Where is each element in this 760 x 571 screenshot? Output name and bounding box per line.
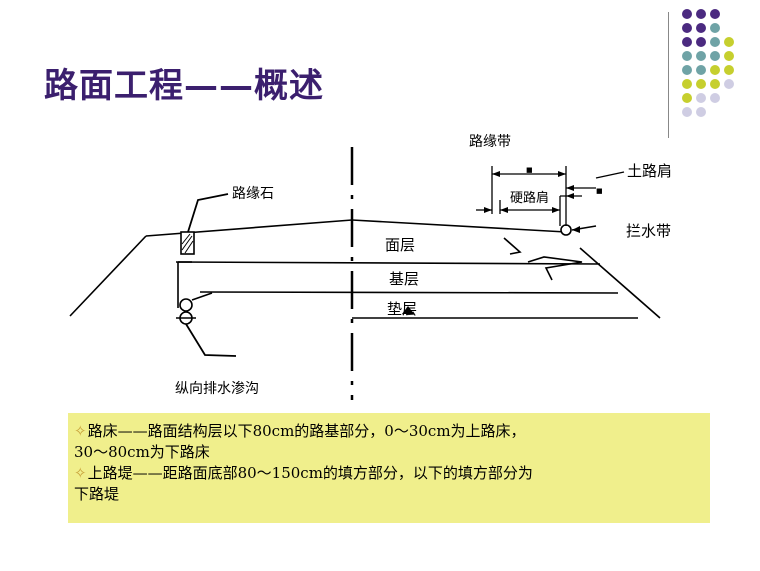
decorative-dot (696, 107, 706, 117)
label-hard-shoulder: 硬路肩 (510, 191, 550, 206)
label-soil-shoulder: 土路肩 (627, 162, 673, 180)
decorative-dot (682, 93, 692, 103)
right-slope (579, 247, 661, 319)
drain-pipe (179, 298, 193, 312)
decorative-dot (696, 9, 706, 19)
decorative-dot (682, 107, 692, 117)
road-surface-line (145, 219, 353, 237)
decorative-dot (710, 51, 720, 61)
note-text: 路床——路面结构层以下80cm的路基部分，0～30cm为上路床， (87, 422, 526, 440)
note-line: 下路堤 (74, 484, 704, 505)
soil-shoulder-callout (595, 171, 625, 179)
decorative-dot (696, 23, 706, 33)
divider-line (668, 12, 669, 138)
note-text: 下路堤 (74, 485, 120, 503)
decorative-dot (724, 79, 734, 89)
decorative-dot (682, 65, 692, 75)
water-barrier-shape (560, 224, 572, 236)
decorative-dot-grid (682, 9, 752, 121)
label-water-barrier: 拦水带 (626, 222, 672, 240)
label-drain: 纵向排水渗沟 (175, 381, 259, 397)
notes-box: ✧路床——路面结构层以下80cm的路基部分，0～30cm为上路床， 30～80c… (68, 413, 710, 523)
label-curb-stone: 路缘石 (232, 186, 274, 202)
decorative-dot (724, 37, 734, 47)
decorative-dot (710, 79, 720, 89)
decorative-dot (710, 9, 720, 19)
decorative-dot (696, 79, 706, 89)
svg-text:■: ■ (596, 187, 603, 195)
decorative-dot (696, 93, 706, 103)
bullet-icon: ✧ (74, 422, 87, 440)
note-line: ✧路床——路面结构层以下80cm的路基部分，0～30cm为上路床， (74, 421, 704, 442)
decorative-dot (682, 51, 692, 61)
decorative-dot (696, 37, 706, 47)
label-base-layer: 基层 (389, 270, 420, 288)
decorative-dot (710, 23, 720, 33)
label-cushion-layer: 垫层 (387, 300, 418, 318)
surface-layer-bottom (175, 261, 601, 265)
page-title: 路面工程——概述 (44, 66, 324, 106)
note-line: ✧上路堤——距路面底部80～150cm的填方部分，以下的填方部分为 (74, 463, 704, 484)
label-surface-layer: 面层 (385, 236, 416, 254)
decorative-dot (682, 9, 692, 19)
decorative-dot (710, 37, 720, 47)
decorative-dot (696, 51, 706, 61)
decorative-dot (682, 37, 692, 47)
decorative-dot (710, 65, 720, 75)
decorative-dot (724, 65, 734, 75)
base-layer-bottom (199, 291, 619, 294)
note-text: 上路堤——距路面底部80～150cm的填方部分，以下的填方部分为 (87, 464, 533, 482)
decorative-dot (710, 93, 720, 103)
decorative-dot (682, 79, 692, 89)
hard-shoulder-base (527, 256, 583, 281)
curb-callout (187, 193, 229, 233)
label-edge-strip: 路缘带 (469, 134, 511, 150)
road-surface-line-right (351, 219, 567, 233)
decorative-dot (724, 51, 734, 61)
note-text: 30～80cm为下路床 (74, 443, 210, 461)
svg-text:■: ■ (526, 166, 533, 174)
bullet-icon: ✧ (74, 464, 87, 482)
left-slope (69, 235, 147, 317)
decorative-dot (696, 65, 706, 75)
note-line: 30～80cm为下路床 (74, 442, 704, 463)
drain-callout (185, 323, 237, 357)
shoulder-step (503, 237, 522, 255)
decorative-dot (682, 23, 692, 33)
